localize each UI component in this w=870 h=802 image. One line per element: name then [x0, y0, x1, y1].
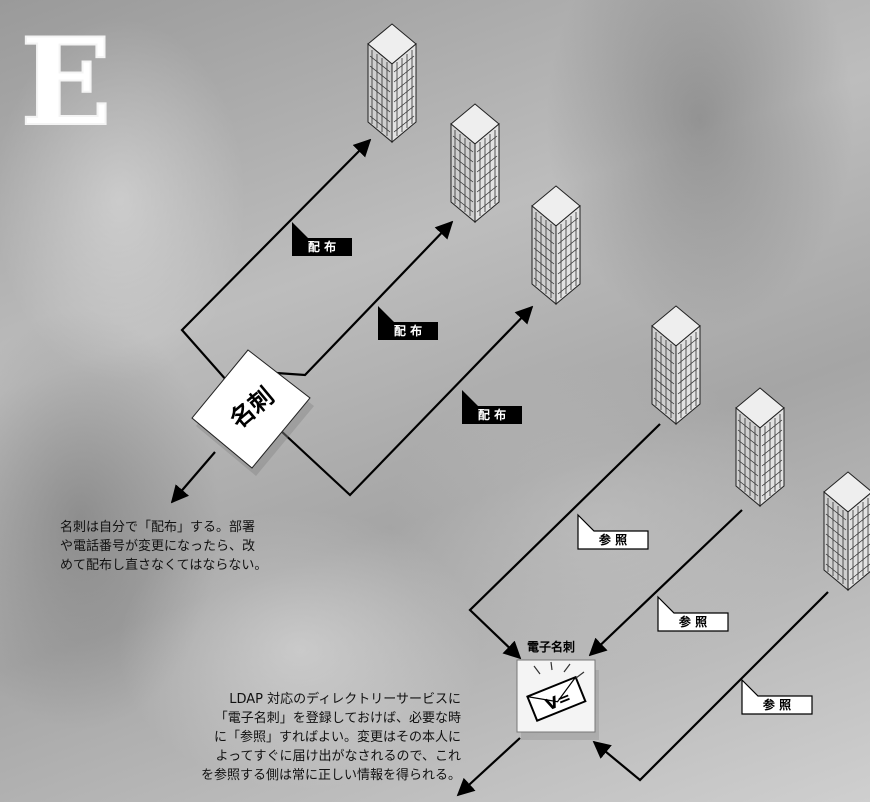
reference-tag: 参 照 [741, 679, 813, 715]
reference-tag: 参 照 [577, 514, 649, 550]
caption-line: に「参照」すればよい。変更はその本人に [213, 730, 461, 745]
distribute-tag: 配 布 [462, 390, 522, 424]
distribute-tag: 配 布 [378, 306, 438, 340]
caption-line: めて配布し直さなくてはならない。 [60, 558, 268, 573]
business-card: 名刺 [191, 349, 314, 476]
svg-text:配 布: 配 布 [394, 323, 422, 338]
caption-line: 名刺は自分で「配布」する。部署 [60, 520, 256, 535]
chapter-logo: E [19, 11, 114, 154]
caption-line: LDAP 対応のディレクトリーサービスに [229, 692, 461, 707]
caption-line: 「電子名刺」を登録しておけば、必要な時 [214, 711, 461, 726]
svg-text:配 布: 配 布 [478, 407, 506, 422]
caption-line: よってすぐに届け出がなされるので、これ [215, 749, 461, 764]
envelope-icon: V= [526, 675, 587, 723]
svg-text:参 照: 参 照 [763, 697, 791, 712]
reference-arrows [456, 423, 829, 797]
building-icon [823, 471, 870, 591]
building-icon [531, 185, 581, 305]
svg-text:E: E [24, 16, 112, 142]
building-icon [450, 103, 500, 223]
electronic-card-title: 電子名刺 [527, 639, 575, 654]
building-icon [367, 23, 417, 143]
electronic-card-caption: LDAP 対応のディレクトリーサービスに 「電子名刺」を登録しておけば、必要な時… [146, 690, 461, 785]
svg-text:参 照: 参 照 [679, 614, 707, 629]
svg-text:配 布: 配 布 [308, 239, 336, 254]
building-icon [651, 305, 701, 425]
svg-text:参 照: 参 照 [599, 532, 627, 547]
electronic-card: 電子名刺 V= [516, 639, 599, 740]
business-card-caption: 名刺は自分で「配布」する。部署 や電話番号が変更になったら、改 めて配布し直さな… [60, 518, 330, 575]
building-icon [735, 387, 785, 507]
glow-icon [533, 661, 585, 679]
reference-tag: 参 照 [657, 596, 729, 632]
caption-line: を参照する側は常に正しい情報を得られる。 [200, 768, 461, 783]
caption-line: や電話番号が変更になったら、改 [60, 539, 256, 554]
distribute-tag: 配 布 [292, 222, 352, 256]
